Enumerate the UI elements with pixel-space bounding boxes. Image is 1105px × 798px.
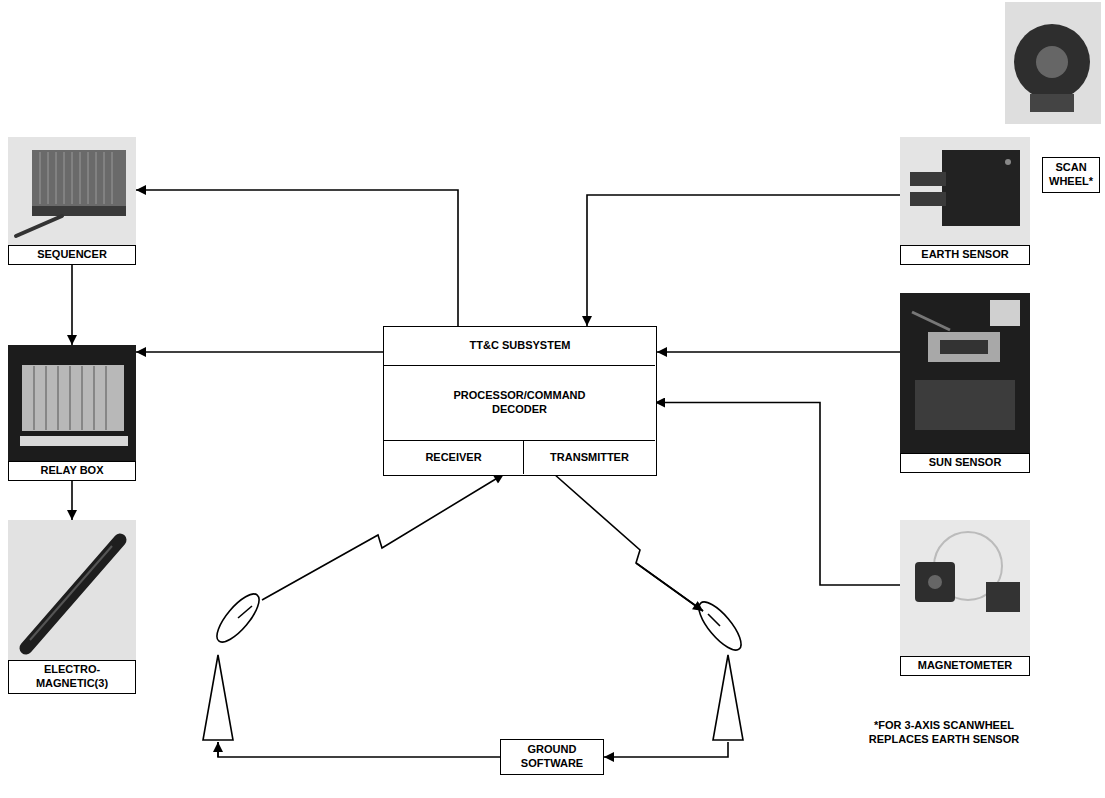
node-label: SUN SENSOR: [900, 453, 1030, 473]
signal-connector: [655, 403, 900, 586]
transmitter-cell: TRANSMITTER: [524, 440, 655, 474]
node-label: SCAN WHEEL*: [1047, 161, 1095, 189]
equipment-box: SUN SENSOR: [900, 293, 1030, 473]
node-label: PROCESSOR/COMMAND DECODER: [445, 389, 595, 417]
equipment-box: MAGNETOMETER: [900, 520, 1030, 676]
node-label: GROUND SOFTWARE: [505, 743, 599, 771]
relay-box-photo: [8, 345, 136, 461]
node-label: EARTH SENSOR: [900, 245, 1030, 265]
equipment-box: ELECTRO- MAGNETIC(3): [8, 520, 136, 694]
equipment-box: RELAY BOX: [8, 345, 136, 481]
scan-wheel-photo: [1005, 2, 1101, 124]
equipment-box: EARTH SENSOR: [900, 137, 1030, 265]
callout-box: SCAN WHEEL*: [1042, 157, 1100, 193]
footnote: *FOR 3-AXIS SCANWHEEL REPLACES EARTH SEN…: [855, 718, 1033, 747]
sequencer-photo: [8, 137, 136, 245]
equipment-box: SEQUENCER: [8, 137, 136, 265]
signal-connector: [136, 190, 458, 326]
node-label: RECEIVER: [425, 451, 481, 465]
ground-antenna: [692, 596, 747, 740]
signal-connector: [218, 474, 504, 757]
processor-cell: PROCESSOR/COMMAND DECODER: [384, 365, 655, 440]
signal-connector: [554, 474, 728, 757]
electromagnet-photo: [8, 520, 136, 660]
node-label: TT&C SUBSYSTEM: [384, 327, 656, 365]
receiver-cell: RECEIVER: [384, 440, 524, 474]
node-label: RELAY BOX: [8, 461, 136, 481]
signal-connector: [71, 481, 73, 520]
ground-antenna: [203, 588, 266, 740]
signal-connector: [587, 195, 900, 326]
node-label: ELECTRO- MAGNETIC(3): [8, 660, 136, 694]
earth-sensor-photo: [900, 137, 1030, 245]
subsystem-box: TT&C SUBSYSTEM PROCESSOR/COMMAND DECODER R…: [383, 326, 657, 476]
signal-connector: [136, 351, 383, 353]
node-label: TRANSMITTER: [550, 451, 629, 465]
signal-connector: [71, 265, 73, 345]
sun-sensor-photo: [900, 293, 1030, 453]
node-label: MAGNETOMETER: [900, 656, 1030, 676]
magnetometer-photo: [900, 520, 1030, 656]
ground-box: GROUND SOFTWARE: [500, 739, 604, 775]
node-label: SEQUENCER: [8, 245, 136, 265]
signal-connector: [657, 351, 900, 353]
